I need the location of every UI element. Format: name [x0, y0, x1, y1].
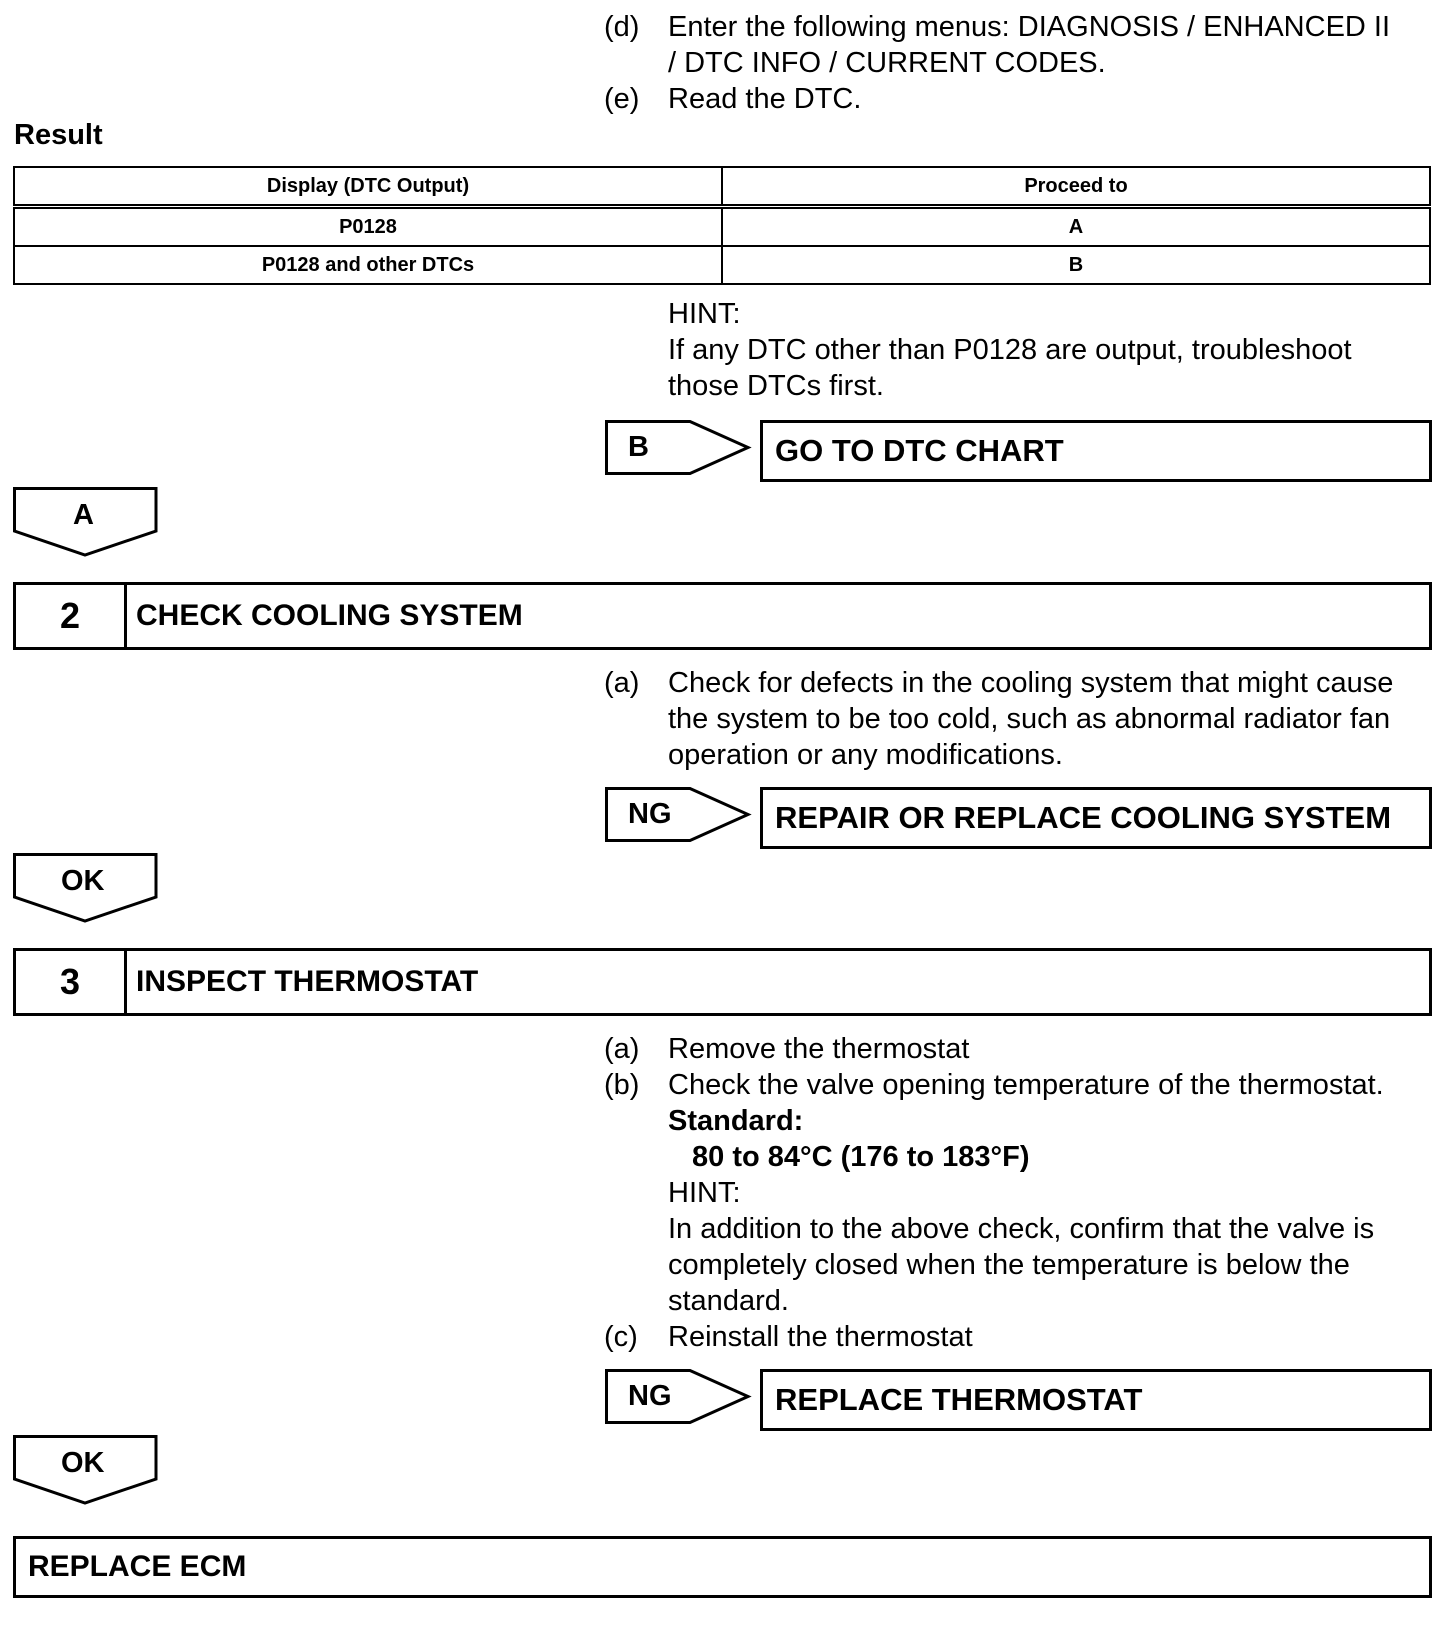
replace-ecm-button[interactable]: REPLACE ECM	[13, 1536, 1432, 1598]
item-label-b: (b)	[604, 1069, 640, 1101]
repair-cooling-system-button[interactable]: REPAIR OR REPLACE COOLING SYSTEM	[760, 787, 1432, 849]
hint-label: HINT:	[668, 1177, 741, 1209]
branch-tag-b: B	[628, 431, 649, 463]
table-header-cell: Proceed to	[721, 166, 1431, 209]
item-label-c: (c)	[604, 1321, 638, 1353]
hint-label: HINT:	[668, 298, 741, 330]
item-c-line-1: Reinstall the thermostat	[668, 1321, 973, 1353]
item-b-line-1: Check the valve opening temperature of t…	[668, 1069, 1384, 1101]
hint-line-3: standard.	[668, 1285, 789, 1317]
item-e-line-1: Read the DTC.	[668, 83, 862, 115]
table-row: P0128 and other DTCs B	[13, 245, 1431, 285]
continue-tag-ok: OK	[61, 1447, 105, 1479]
table-header-row: Display (DTC Output) Proceed to	[13, 166, 1431, 209]
item-label-a: (a)	[604, 1033, 640, 1065]
continue-arrow-icon	[13, 1435, 158, 1505]
continue-arrow-icon	[13, 487, 158, 557]
branch-tag-ng: NG	[628, 798, 672, 830]
standard-label: Standard:	[668, 1105, 804, 1137]
step-number: 3	[16, 951, 127, 1013]
table-cell: B	[721, 245, 1431, 285]
step-title: CHECK COOLING SYSTEM	[136, 599, 523, 632]
continue-tag-ok: OK	[61, 865, 105, 897]
table-cell: P0128 and other DTCs	[13, 245, 723, 285]
replace-thermostat-button[interactable]: REPLACE THERMOSTAT	[760, 1369, 1432, 1431]
branch-arrow-icon	[605, 420, 752, 475]
continue-tag-a: A	[73, 499, 94, 531]
result-heading: Result	[14, 119, 103, 151]
table-header-cell: Display (DTC Output)	[13, 166, 723, 209]
table-row: P0128 A	[13, 205, 1431, 247]
continue-arrow-icon	[13, 853, 158, 923]
go-to-dtc-chart-button[interactable]: GO TO DTC CHART	[760, 420, 1432, 482]
hint-line-1: If any DTC other than P0128 are output, …	[668, 334, 1352, 366]
item-a-line-3: operation or any modifications.	[668, 739, 1063, 771]
table-cell: A	[721, 205, 1431, 247]
item-a-line-2: the system to be too cold, such as abnor…	[668, 703, 1391, 735]
branch-arrow-icon	[605, 1369, 752, 1424]
item-label-e: (e)	[604, 83, 640, 115]
branch-arrow-icon	[605, 787, 752, 842]
item-label-d: (d)	[604, 11, 640, 43]
item-d-line-1: Enter the following menus: DIAGNOSIS / E…	[668, 11, 1391, 43]
branch-tag-ng: NG	[628, 1380, 672, 1412]
step-3-header: 3 INSPECT THERMOSTAT	[13, 948, 1432, 1016]
hint-line-2: completely closed when the temperature i…	[668, 1249, 1350, 1281]
item-a-line-1: Remove the thermostat	[668, 1033, 970, 1065]
hint-line-1: In addition to the above check, confirm …	[668, 1213, 1375, 1245]
standard-value: 80 to 84°C (176 to 183°F)	[692, 1141, 1030, 1173]
hint-line-2: those DTCs first.	[668, 370, 884, 402]
table-cell: P0128	[13, 205, 723, 247]
item-d-line-2: / DTC INFO / CURRENT CODES.	[668, 47, 1106, 79]
item-a-line-1: Check for defects in the cooling system …	[668, 667, 1394, 699]
step-number: 2	[16, 585, 127, 647]
result-table: Display (DTC Output) Proceed to P0128 A …	[13, 166, 1431, 285]
step-2-header: 2 CHECK COOLING SYSTEM	[13, 582, 1432, 650]
step-title: INSPECT THERMOSTAT	[136, 965, 479, 998]
item-label-a: (a)	[604, 667, 640, 699]
